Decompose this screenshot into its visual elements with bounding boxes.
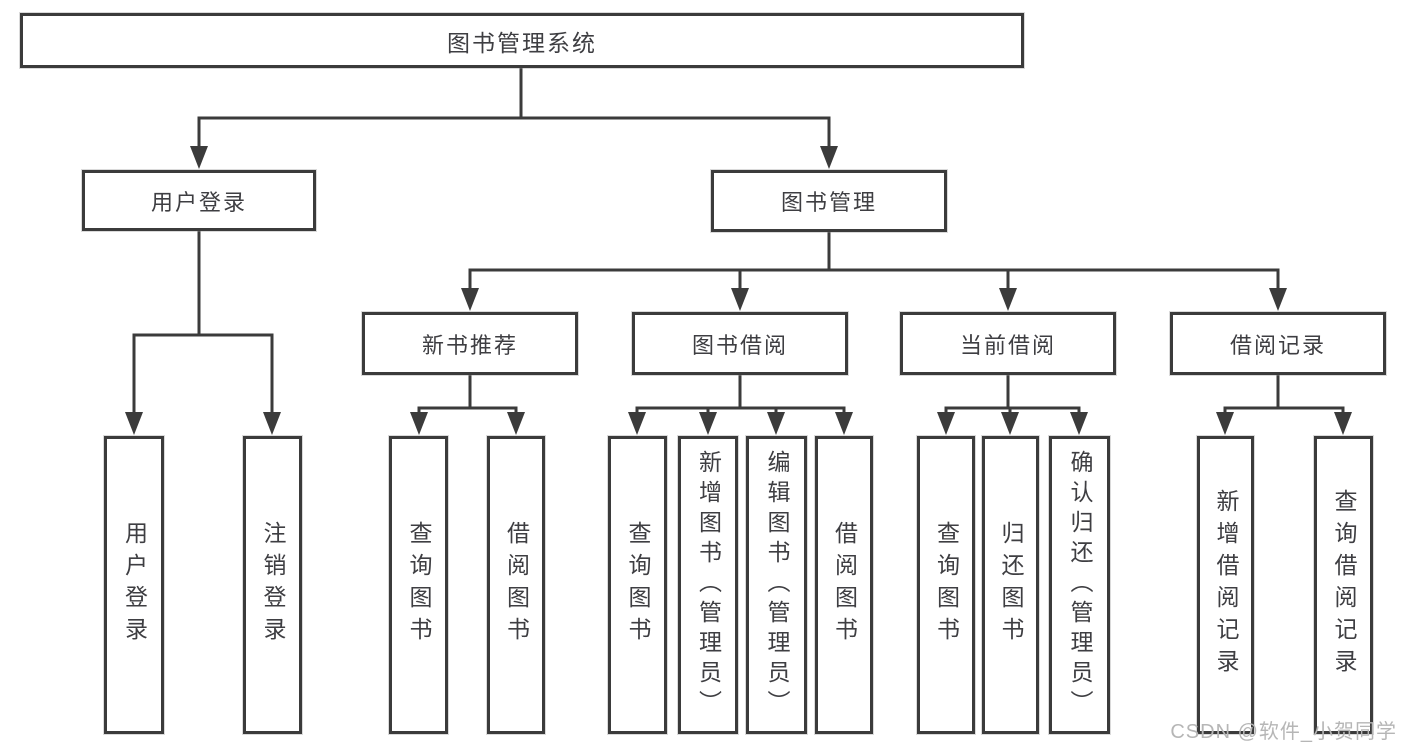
node-book-management: 图书管理: [711, 170, 947, 232]
node-label: 查询借阅记录: [1331, 489, 1357, 681]
node-library-management-system: 图书管理系统: [20, 13, 1024, 68]
arrow-down-icon: [731, 288, 749, 311]
leaf-borrow-books-1: 借阅图书: [487, 436, 545, 734]
arrow-down-icon: [1001, 412, 1019, 435]
leaf-borrow-books-2: 借阅图书: [815, 436, 873, 734]
arrow-down-icon: [1269, 288, 1287, 311]
arrow-down-icon: [263, 412, 281, 435]
node-book-borrowing: 图书借阅: [632, 312, 848, 375]
node-label: 当前借阅: [959, 332, 1056, 358]
leaf-edit-books-admin: 编辑图书（管理员）: [746, 436, 807, 734]
node-label: 图书借阅: [691, 332, 788, 358]
node-label: 新增图书（管理员）: [695, 450, 722, 720]
leaf-logout: 注销登录: [243, 436, 302, 734]
node-label: 注销登录: [260, 521, 286, 649]
node-label: 借阅图书: [503, 521, 530, 649]
node-label: 查询图书: [625, 521, 651, 649]
arrow-down-icon: [507, 412, 525, 435]
node-label: 编辑图书（管理员）: [764, 450, 790, 720]
arrow-down-icon: [125, 412, 143, 435]
node-label: 归还图书: [998, 521, 1024, 649]
leaf-user-login: 用户登录: [104, 436, 164, 734]
arrow-down-icon: [1216, 412, 1234, 435]
node-label: 查询图书: [933, 521, 960, 649]
node-label: 查询图书: [406, 521, 432, 649]
leaf-query-books-2: 查询图书: [608, 436, 667, 734]
arrow-down-icon: [699, 412, 717, 435]
leaf-query-books-1: 查询图书: [389, 436, 448, 734]
node-new-book-recommendation: 新书推荐: [362, 312, 578, 375]
arrow-down-icon: [1334, 412, 1352, 435]
arrow-down-icon: [999, 288, 1017, 311]
leaf-query-borrow-record: 查询借阅记录: [1314, 436, 1373, 734]
node-borrowing-records: 借阅记录: [1170, 312, 1386, 375]
node-label: 借阅记录: [1229, 332, 1326, 358]
arrow-down-icon: [410, 412, 428, 435]
arrow-down-icon: [628, 412, 646, 435]
node-label: 用户登录: [121, 521, 148, 649]
node-label: 图书管理: [780, 190, 877, 215]
arrow-down-icon: [1070, 412, 1088, 435]
node-label: 确认归还（管理员）: [1067, 450, 1093, 720]
node-user-login: 用户登录: [82, 170, 316, 231]
arrow-down-icon: [937, 412, 955, 435]
leaf-return-books: 归还图书: [982, 436, 1039, 734]
arrow-down-icon: [190, 146, 208, 169]
arrow-down-icon: [820, 146, 838, 169]
leaf-query-books-3: 查询图书: [917, 436, 975, 734]
leaf-add-borrow-record: 新增借阅记录: [1197, 436, 1254, 734]
arrow-down-icon: [767, 412, 785, 435]
arrow-down-icon: [835, 412, 853, 435]
leaf-add-books-admin: 新增图书（管理员）: [678, 436, 738, 734]
csdn-watermark: CSDN @软件_小贺同学: [1170, 721, 1397, 743]
node-label: 图书管理系统: [447, 29, 597, 56]
node-label: 新书推荐: [421, 332, 518, 358]
node-label: 借阅图书: [831, 521, 858, 649]
leaf-confirm-return-admin: 确认归还（管理员）: [1049, 436, 1110, 734]
node-label: 用户登录: [150, 189, 247, 215]
node-label: 新增借阅记录: [1213, 489, 1239, 681]
node-current-borrowing: 当前借阅: [900, 312, 1116, 375]
arrow-down-icon: [461, 288, 479, 311]
